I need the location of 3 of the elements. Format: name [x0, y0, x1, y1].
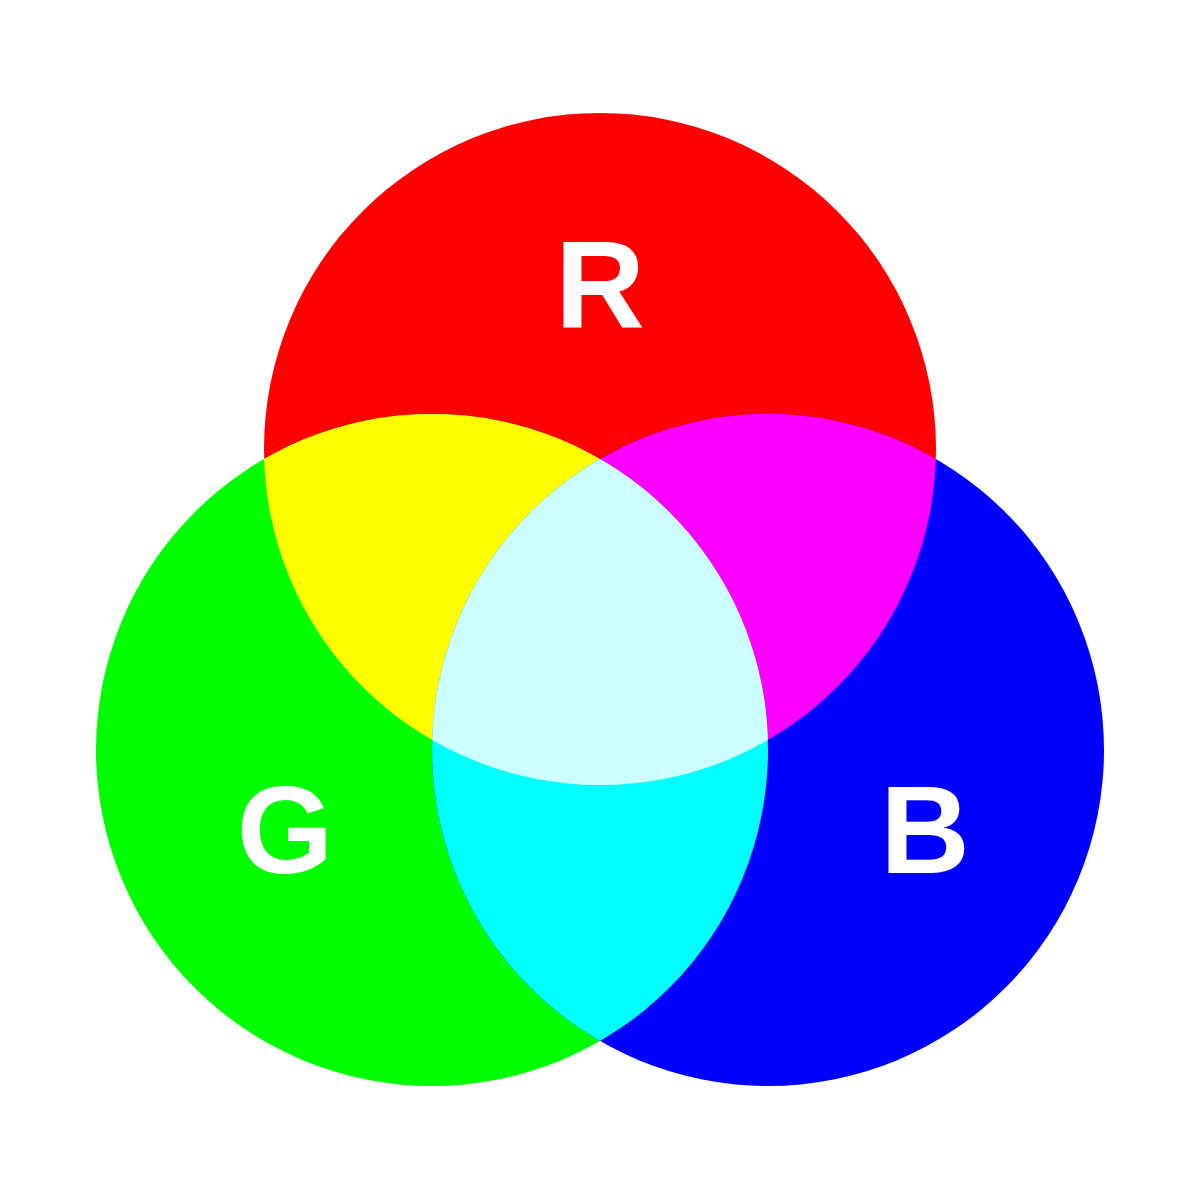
- channel-letter: B: [880, 768, 970, 892]
- channel-letter: R: [555, 223, 645, 347]
- channel-letter: G: [236, 768, 334, 892]
